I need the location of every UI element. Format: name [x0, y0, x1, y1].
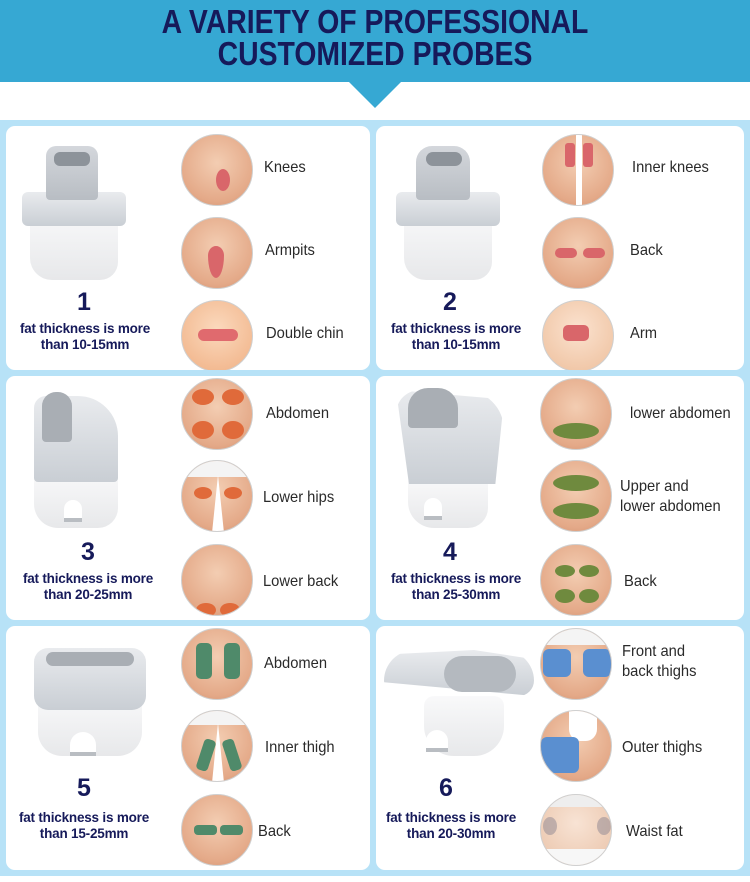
probe-panel-6: 6 fat thickness is more than 20-30mm Fro… — [376, 626, 744, 870]
probe-5-device-icon — [30, 634, 150, 764]
probe-fat-thickness: fat thickness is more than 25-30mm — [390, 571, 522, 602]
outer-thighs-treatment-icon — [540, 710, 612, 782]
back-treatment-icon — [542, 217, 614, 289]
abdomen-treatment-icon — [181, 378, 253, 450]
area-label: Outer thighs — [622, 739, 703, 756]
probe-number: 2 — [443, 288, 457, 316]
waist-fat-treatment-icon — [540, 794, 612, 866]
area-label: Armpits — [265, 242, 315, 259]
back-treatment-icon — [181, 794, 253, 866]
area-label: Double chin — [266, 325, 344, 342]
area-label: Lower hips — [263, 489, 335, 506]
area-label: Waist fat — [626, 823, 683, 840]
probe-number: 6 — [439, 774, 453, 802]
probe-2-device-icon — [394, 140, 504, 280]
area-label: Back — [258, 823, 291, 840]
lower-hips-treatment-icon — [181, 460, 253, 532]
area-label: Arm — [630, 325, 657, 342]
area-label: Front and back thighs — [622, 643, 697, 680]
area-label: Inner knees — [632, 159, 709, 176]
area-label: Upper and lower abdomen — [620, 478, 721, 515]
double-chin-treatment-icon — [181, 300, 253, 370]
probe-fat-thickness: fat thickness is more than 15-25mm — [18, 810, 150, 841]
area-label: Back — [624, 573, 657, 590]
probe-6-device-icon — [384, 634, 544, 764]
knees-treatment-icon — [181, 134, 253, 206]
probe-1-device-icon — [20, 140, 130, 280]
area-label: Lower back — [263, 573, 339, 590]
probe-3-device-icon — [28, 382, 128, 532]
probe-number: 5 — [77, 774, 91, 802]
area-label: Abdomen — [264, 655, 328, 672]
probe-fat-thickness: fat thickness is more than 20-25mm — [22, 571, 154, 602]
upper-lower-abdomen-treatment-icon — [540, 460, 612, 532]
probe-number: 4 — [443, 538, 457, 566]
probe-fat-thickness: fat thickness is more than 10-15mm — [390, 321, 522, 352]
probe-panel-3: 3 fat thickness is more than 20-25mm Abd… — [6, 376, 370, 620]
area-label: Knees — [264, 159, 306, 176]
header-banner: A VARIETY OF PROFESSIONAL CUSTOMIZED PRO… — [0, 0, 750, 82]
front-back-thighs-treatment-icon — [540, 628, 612, 700]
inner-thigh-treatment-icon — [181, 710, 253, 782]
armpits-treatment-icon — [181, 217, 253, 289]
abdomen-treatment-icon — [181, 628, 253, 700]
lower-abdomen-treatment-icon — [540, 378, 612, 450]
area-label: lower abdomen — [630, 405, 731, 422]
title-line-2: CUSTOMIZED PROBES — [217, 35, 533, 72]
area-label: Inner thigh — [265, 739, 335, 756]
probe-grid: 1 fat thickness is more than 10-15mm Kne… — [0, 120, 750, 876]
title-line-1: A VARIETY OF PROFESSIONAL — [161, 3, 589, 40]
lower-back-treatment-icon — [181, 544, 253, 616]
probe-panel-4: 4 fat thickness is more than 25-30mm low… — [376, 376, 744, 620]
probe-4-device-icon — [392, 382, 512, 532]
area-label: Back — [630, 242, 663, 259]
inner-knees-treatment-icon — [542, 134, 614, 206]
probe-panel-1: 1 fat thickness is more than 10-15mm Kne… — [6, 126, 370, 370]
probe-panel-2: 2 fat thickness is more than 10-15mm Inn… — [376, 126, 744, 370]
back-treatment-icon — [540, 544, 612, 616]
page-title: A VARIETY OF PROFESSIONAL CUSTOMIZED PRO… — [53, 3, 698, 72]
probe-panel-5: 5 fat thickness is more than 15-25mm Abd… — [6, 626, 370, 870]
probe-fat-thickness: fat thickness is more than 10-15mm — [19, 321, 151, 352]
probe-number: 1 — [77, 288, 91, 316]
probe-number: 3 — [81, 538, 95, 566]
area-label: Abdomen — [266, 405, 330, 422]
arm-treatment-icon — [542, 300, 614, 370]
probe-fat-thickness: fat thickness is more than 20-30mm — [385, 810, 517, 841]
banner-down-arrow-icon — [349, 82, 401, 108]
